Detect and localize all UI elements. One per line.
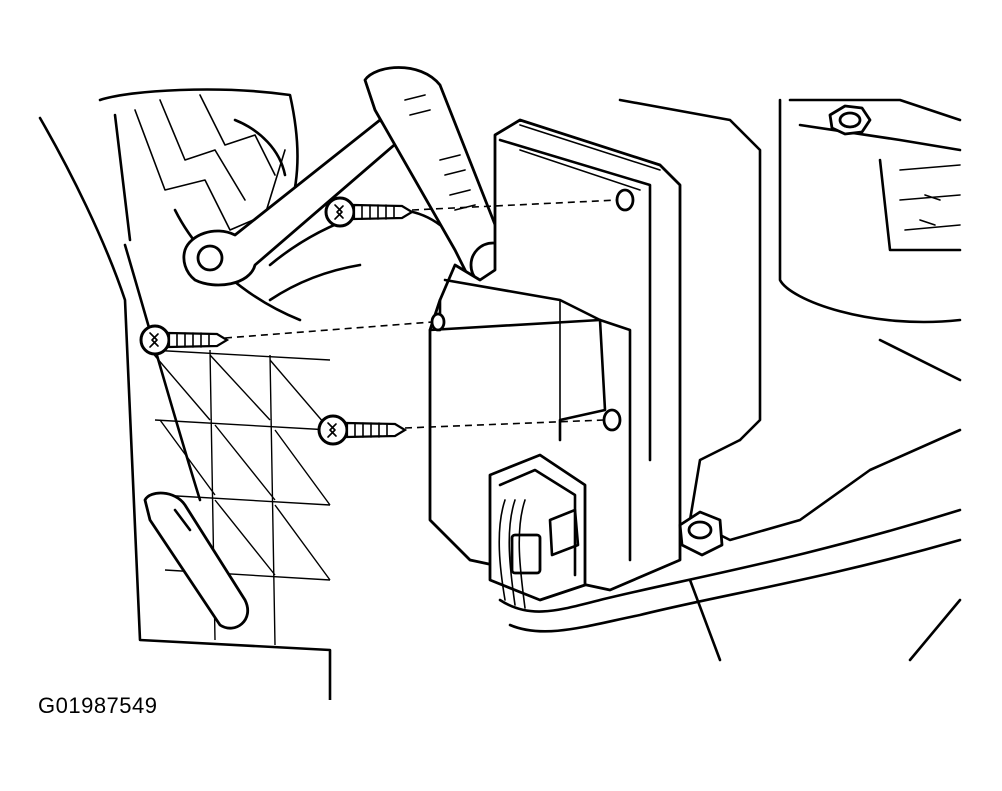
left-housing-panel bbox=[38, 116, 332, 700]
leader-lines bbox=[224, 199, 619, 429]
wiring-harness bbox=[498, 508, 962, 633]
blower-housing bbox=[98, 88, 302, 322]
heater-case-right bbox=[618, 98, 962, 662]
leader-line-upper bbox=[411, 199, 619, 211]
middle-mounting-screw bbox=[139, 324, 230, 356]
upper-mounting-hole bbox=[615, 188, 635, 212]
leader-line-middle bbox=[224, 321, 433, 339]
lower-mounting-hole bbox=[602, 408, 622, 432]
lower-mounting-screw bbox=[317, 414, 408, 446]
middle-mounting-hole bbox=[430, 312, 446, 332]
figure-id-label: G01987549 bbox=[38, 693, 158, 718]
kick-panel-strip bbox=[143, 491, 250, 630]
leader-line-lower bbox=[404, 419, 605, 429]
actuator-removal-illustration bbox=[38, 66, 962, 700]
bolt-top-right bbox=[828, 104, 872, 136]
electrical-connector bbox=[488, 453, 587, 609]
upper-mounting-screw bbox=[324, 196, 415, 228]
bolt-lower bbox=[678, 510, 724, 557]
